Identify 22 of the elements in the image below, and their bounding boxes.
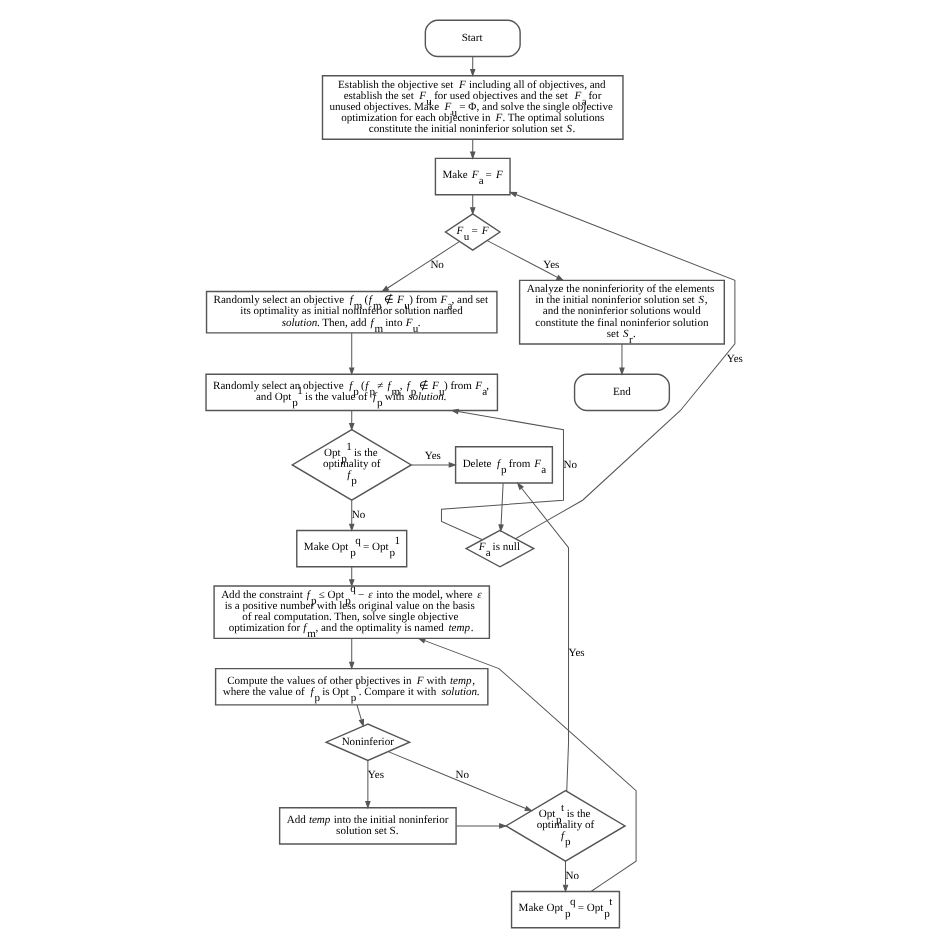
arrow: [618, 343, 624, 376]
arrow: [439, 408, 563, 541]
arrow: [485, 240, 564, 281]
arrow: [355, 704, 364, 728]
arrow: [507, 191, 735, 540]
arrow: [468, 138, 475, 160]
arrow: [347, 638, 354, 670]
arrow: [364, 760, 370, 810]
arrow: [347, 332, 354, 376]
arrow: [515, 482, 569, 792]
arrow: [347, 410, 354, 432]
arrow: [347, 500, 354, 532]
arrow: [347, 566, 354, 588]
arrow: [416, 637, 636, 892]
arrow: [380, 241, 459, 293]
arrow: [454, 823, 507, 829]
arrow: [468, 56, 475, 77]
arrow: [561, 861, 568, 893]
arrow: [497, 482, 503, 533]
arrow: [409, 462, 456, 468]
arrow: [386, 751, 532, 812]
arrow: [468, 194, 475, 216]
